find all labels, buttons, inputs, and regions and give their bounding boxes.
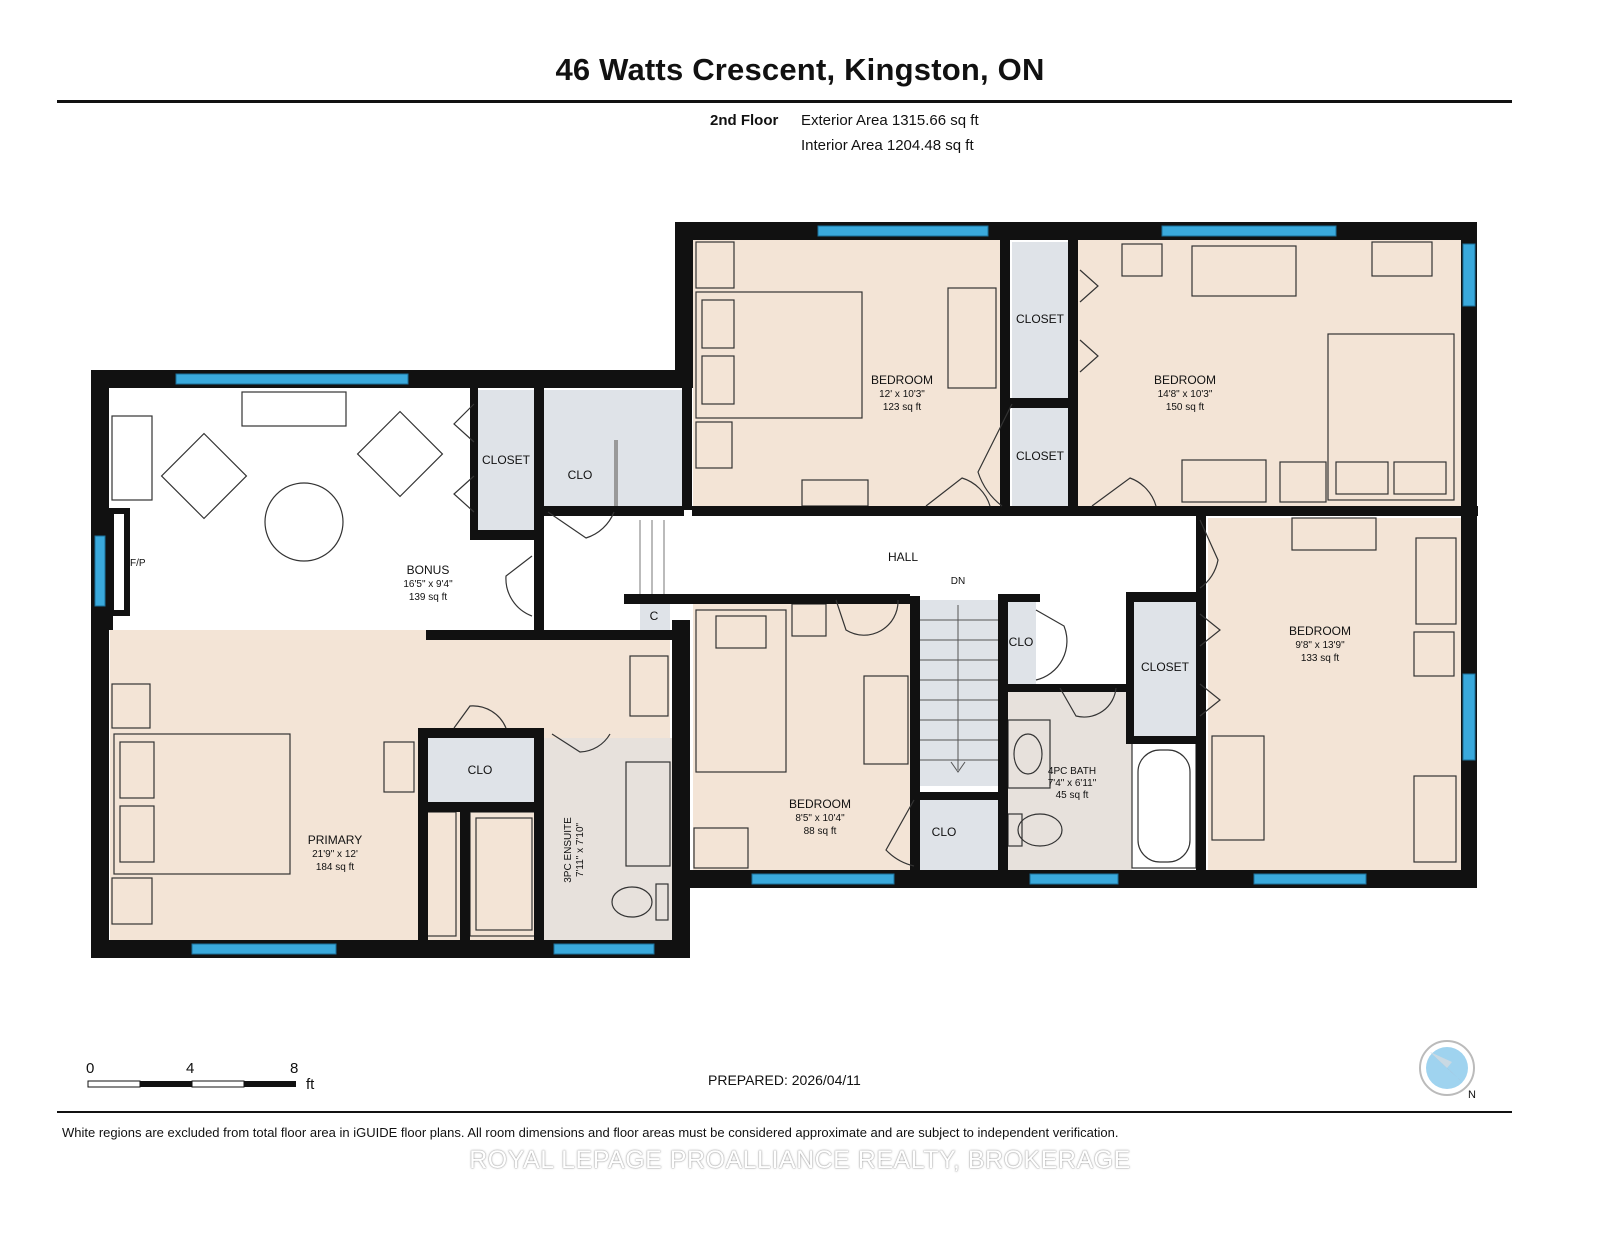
wall-right [1461,222,1477,888]
room-area-bedroom-top-left: 123 sq ft [883,402,922,413]
closet-fills [428,242,1196,870]
closet-a-label: CLOSET [1016,312,1065,326]
exterior-area: Exterior Area 1315.66 sq ft [801,112,979,129]
windows [94,225,1476,955]
room-area-bonus: 139 sq ft [409,592,448,603]
ensuite-vanity [625,761,671,867]
room-fills [110,240,1461,940]
c-small-label: C [650,609,659,623]
room-name-bedroom-right: BEDROOM [1289,624,1351,638]
room-dims-primary: 21'9" x 12' [312,849,358,860]
closet-right-fill [1134,600,1196,736]
doors [453,269,1221,867]
clo-bedroom-label: CLO [932,825,957,839]
wall-left [91,370,109,958]
room-name-hall: HALL [888,550,918,564]
closet-b-fill [1012,408,1068,506]
fireplace-label: F/P [130,558,146,569]
wall-hall-top [692,506,1478,516]
floor-label: 2nd Floor [710,112,779,129]
c-small-fill [640,600,670,630]
page-title: 46 Watts Crescent, Kingston, ON [555,52,1045,87]
clo-primary-label: CLO [468,763,493,777]
interior-area: Interior Area 1204.48 sq ft [801,137,974,154]
header-divider [57,100,1512,103]
room-name-ensuite: 3PC ENSUITE [563,817,574,883]
bed-primary [113,733,291,875]
scale-tick-0: 0 [86,1060,94,1077]
clo-primary-fill [428,738,534,802]
clo-hall-label: CLO [1009,635,1034,649]
clo-bonus-fill [544,390,682,506]
room-dims-bedroom-right: 9'8" x 13'9" [1295,640,1345,651]
bedroom-right-fill [1208,518,1461,870]
room-dims-bonus: 16'5" x 9'4" [403,579,453,590]
room-dims-bath: 7'4" x 6'11" [1048,778,1097,789]
room-name-bath: 4PC BATH [1048,766,1096,777]
disclaimer-text: White regions are excluded from total fl… [62,1125,1119,1140]
room-name-bonus: BONUS [407,563,450,577]
room-area-bath: 45 sq ft [1056,790,1089,801]
closet-a-fill [1012,242,1068,398]
bath-toilet [1017,813,1063,847]
stairs-label: DN [951,576,965,587]
room-dims-bedroom-top-left: 12' x 10'3" [879,389,925,400]
armchair-left [160,432,248,520]
compass-icon: N [1419,1040,1476,1101]
room-dims-bedroom-top-right: 14'8" x 10'3" [1158,389,1213,400]
dresser-top-left [947,287,997,389]
room-dims-bedroom-bottom: 8'5" x 10'4" [795,813,845,824]
clo-bonus-label: CLO [568,468,593,482]
closet-bonus-label: CLOSET [482,453,531,467]
desk-right [1211,735,1265,841]
bed-bottom [695,609,787,773]
closet-b-label: CLOSET [1016,449,1065,463]
room-dims-ensuite: 7'11" x 7'10" [575,823,586,878]
desk-top-right [1191,245,1297,297]
room-name-bedroom-bottom: BEDROOM [789,797,851,811]
bonus-shelf [111,415,153,501]
room-area-bedroom-right: 133 sq ft [1301,653,1340,664]
clo-hall-fill [1008,600,1036,684]
ensuite-toilet [611,886,653,918]
bedroom-top-right-fill [1078,240,1461,508]
scale-unit: ft [306,1076,315,1093]
closet-right-label: CLOSET [1141,660,1190,674]
brokerage-watermark: ROYAL LEPAGE PROALLIANCE REALTY, BROKERA… [469,1146,1131,1174]
scale-tick-4: 4 [186,1060,194,1077]
armchair-right [356,410,444,498]
bedroom-top-left-fill [693,240,1003,508]
bedroom-bottom-fill [693,602,913,870]
wall-ensuite-right [672,620,690,958]
room-area-primary: 184 sq ft [316,862,355,873]
wall-closet-a-left [1000,236,1010,510]
stairs [639,520,1000,786]
bed-top-left [695,291,863,419]
bonus-desk [241,391,347,427]
compass-north: N [1468,1089,1476,1101]
room-name-bedroom-top-left: BEDROOM [871,373,933,387]
footer-divider [57,1111,1512,1113]
room-name-bedroom-top-right: BEDROOM [1154,373,1216,387]
scale-tick-8: 8 [290,1060,298,1077]
room-area-bedroom-bottom: 88 sq ft [804,826,837,837]
room-labels: BEDROOM 12' x 10'3" 123 sq ft BEDROOM 14… [130,373,1351,883]
stairs-fill [920,600,1000,786]
scale-bar: 0 4 8 ft [86,1060,315,1093]
clo-bedroom-fill [918,800,998,870]
bath-fill [1008,692,1132,870]
round-table [264,482,344,562]
bed-top-right [1327,333,1455,501]
ensuite-fill [540,738,672,940]
prepared-date: PREPARED: 2026/04/11 [708,1072,861,1088]
room-name-primary: PRIMARY [308,833,362,847]
wall-left-upper [675,222,693,388]
closet-labels: CLOSET CLOSET CLOSET CLOSET CLO CLO CLO … [468,312,1190,839]
closet-bonus-fill [477,390,535,532]
room-area-bedroom-top-right: 150 sq ft [1166,402,1205,413]
